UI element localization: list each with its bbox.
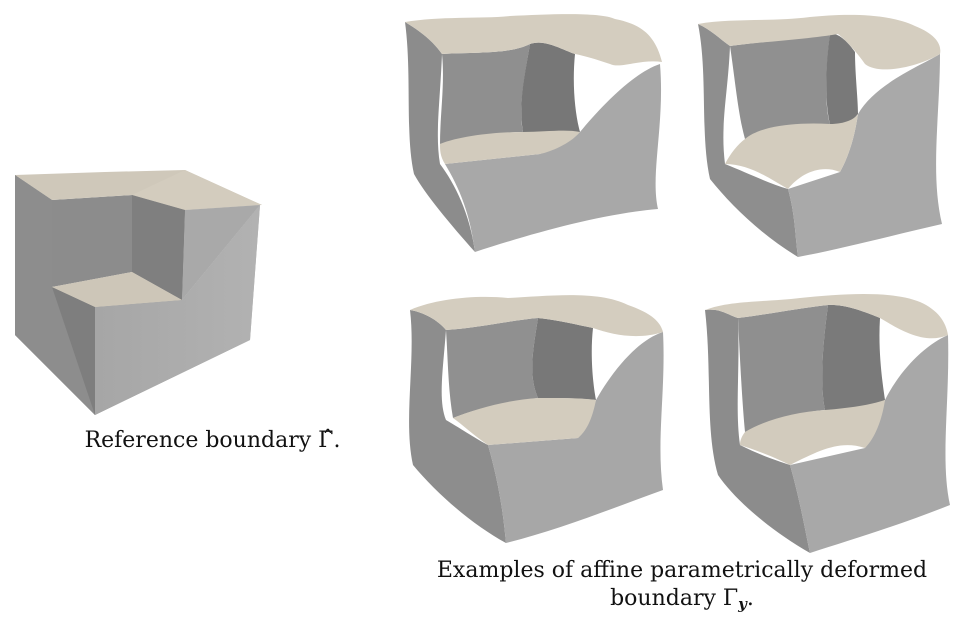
examples-caption-line2-text: boundary [610, 586, 716, 611]
deformed-1-notch-right-wall [521, 42, 580, 133]
reference-notch-left-wall [52, 195, 132, 287]
deformed-1-notch-floor [440, 130, 580, 164]
deformed-3-top-face [410, 295, 663, 337]
reference-caption-text: Reference boundary [84, 428, 312, 453]
deformed-4-notch-left-wall [738, 305, 828, 432]
deformed-2-notch-right-wall [826, 33, 858, 125]
reference-caption-period: . [333, 428, 341, 453]
examples-caption-period: . [746, 586, 754, 611]
deformed-example-4 [705, 294, 950, 553]
reference-boundary-caption: Reference boundary Γ̂. [0, 427, 425, 455]
deformed-2-left-face [698, 24, 798, 257]
deformed-1-top-face [405, 14, 662, 66]
deformed-2-right-face [788, 54, 942, 257]
deformed-4-notch-floor [740, 400, 885, 465]
deformed-2-notch-left-wall [730, 34, 830, 139]
deformed-example-2 [698, 14, 942, 257]
reference-cube-figure [15, 170, 262, 415]
deformed-4-left-face [705, 309, 810, 553]
deformed-1-notch-left-wall [440, 44, 530, 144]
examples-caption: Examples of affine parametrically deform… [402, 557, 953, 618]
gamma-symbol: Γ [722, 586, 739, 611]
gamma-subscript-y: y [738, 595, 747, 613]
reference-top-face-right [132, 170, 262, 210]
gamma-hat-symbol: Γ̂ [318, 428, 334, 453]
deformed-3-left-face [409, 310, 506, 543]
deformed-4-right-face [790, 335, 950, 553]
deformed-example-3 [409, 295, 664, 543]
deformed-2-top-face [698, 14, 941, 70]
deformed-3-notch-left-wall [446, 318, 538, 418]
examples-caption-line1: Examples of affine parametrically deform… [436, 558, 928, 583]
deformed-3-right-face [488, 332, 664, 543]
deformed-4-notch-right-wall [822, 304, 885, 410]
deformed-3-notch-right-wall [532, 318, 596, 400]
deformed-example-1 [405, 14, 662, 252]
deformed-1-right-face [445, 64, 662, 252]
deformed-1-left-face [405, 22, 475, 252]
deformed-2-notch-floor [725, 114, 858, 189]
deformed-4-top-face [705, 294, 948, 339]
examples-caption-line2: boundary Γy. [402, 585, 953, 618]
deformed-3-notch-floor [453, 398, 596, 445]
